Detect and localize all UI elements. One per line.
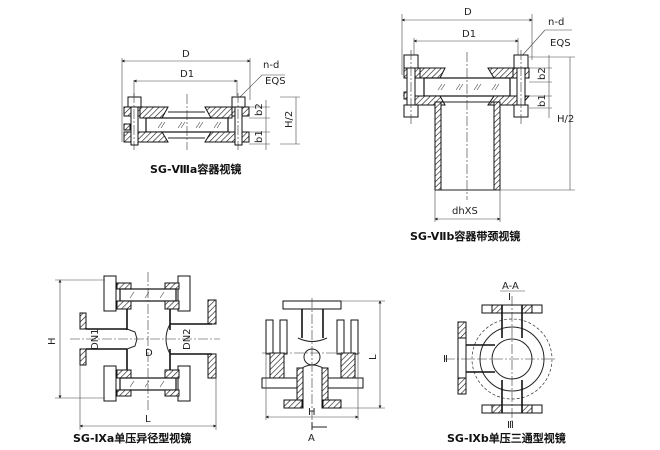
dim-h: H [308, 407, 316, 418]
dim-h: H [47, 337, 58, 345]
caption-sg-vii-b: SG-VⅡb容器带颈视镜 [410, 230, 521, 243]
dim-d1: D1 [180, 69, 194, 80]
caption-sg-viii-a: SG-Ⅷa容器视镜 [150, 163, 242, 176]
drawing-sg-vii-b: D D1 n-d EQS [401, 7, 575, 222]
port-ii-label: Ⅱ [443, 354, 448, 365]
drawing-sg-viii-a: D D1 n-d EQS [121, 49, 300, 150]
port-i-label: Ⅰ [508, 292, 511, 303]
dim-n-d: n-d [548, 17, 564, 28]
section-aa-label: A-A [502, 281, 519, 292]
dim-b1: b1 [254, 130, 265, 143]
dim-l: L [368, 354, 379, 360]
dim-eqs: EQS [265, 76, 286, 87]
dim-n-d: n-d [263, 60, 279, 71]
dim-b2: b2 [537, 67, 548, 80]
dim-d: D [464, 7, 472, 18]
port-iii-label: Ⅲ [507, 420, 514, 431]
dim-d1: D1 [462, 29, 476, 40]
dim-h-half: H/2 [557, 114, 574, 125]
drawing-sg-ix-b: A-A Ⅰ Ⅱ Ⅲ [443, 281, 555, 431]
dim-l: L [145, 414, 151, 425]
dim-d-body: D [145, 348, 153, 359]
dim-eqs: EQS [550, 38, 571, 49]
dim-b2: b2 [254, 103, 265, 116]
dim-h-half: H/2 [284, 111, 295, 128]
dim-b1: b1 [537, 94, 548, 107]
caption-sg-ix-b: SG-Ⅸb单压三通型视镜 [447, 432, 566, 445]
caption-sg-ix-a: SG-Ⅸa单压异径型视镜 [73, 432, 192, 445]
section-a-label: A [308, 433, 315, 444]
dim-dhxs: dhXS [452, 206, 478, 217]
dim-d: D [182, 49, 190, 60]
drawing-sg-ix-a: DN1 DN2 D H L [47, 272, 220, 430]
drawing-sg-ix-side: L H A [261, 298, 385, 444]
